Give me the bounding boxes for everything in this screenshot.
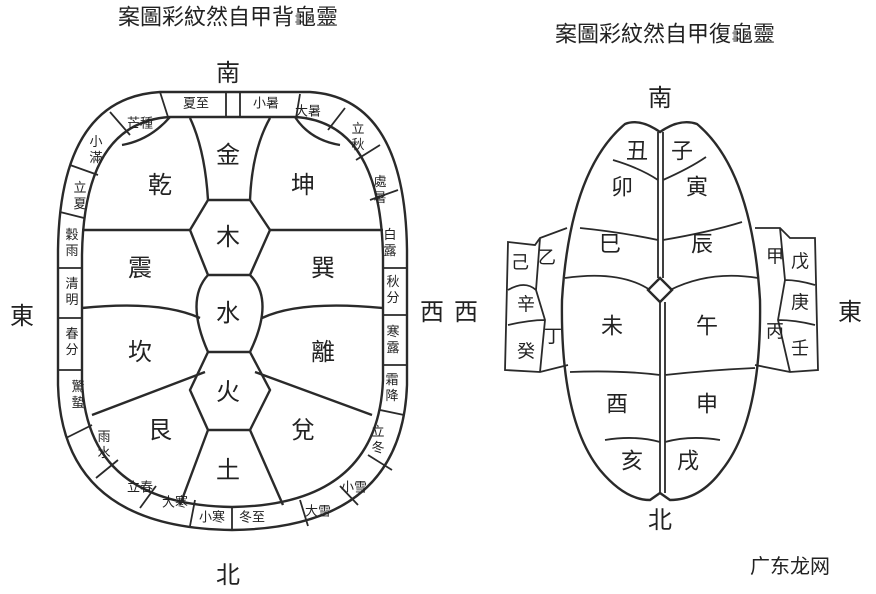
dorsal-direction-east: 東 — [10, 302, 34, 330]
earthly-branch-label: 午 — [696, 315, 718, 340]
earthly-branch-label: 戌 — [677, 450, 699, 475]
solar-term-label: 驚蟄 — [71, 379, 84, 411]
solar-term-label: 大寒 — [162, 495, 188, 511]
earthly-branch-label: 丑 — [626, 140, 648, 165]
solar-term-label: 大暑 — [295, 105, 321, 120]
trigram-qian: 乾 — [148, 171, 172, 199]
trigram-kan: 坎 — [128, 338, 152, 366]
ventral-direction-north: 北 — [648, 506, 672, 534]
ventral-direction-west: 西 — [454, 298, 478, 326]
solar-term-label: 大雪 — [305, 505, 331, 520]
solar-term-label: 小暑 — [253, 97, 279, 112]
solar-term-label: 白露 — [383, 227, 396, 259]
heavenly-stem-label: 壬 — [791, 339, 809, 360]
element-label: 火 — [216, 378, 240, 406]
heavenly-stem-label: 戊 — [791, 252, 809, 273]
solar-term-label: 立春 — [127, 481, 153, 496]
heavenly-stem-label: 己 — [511, 253, 529, 274]
element-label: 水 — [216, 299, 240, 327]
ventral-shell-outline — [560, 121, 762, 502]
center-column-lines — [178, 117, 285, 506]
earthly-branch-label: 巳 — [599, 233, 621, 258]
dorsal-title: 案圖彩紋然自甲背龜靈 — [118, 6, 338, 31]
earthly-branch-label: 子 — [671, 140, 693, 165]
trigram-xun: 巽 — [311, 254, 335, 282]
solar-term-label: 清明 — [65, 277, 78, 308]
earthly-branch-label: 辰 — [691, 233, 713, 258]
solar-term-label: 寒露 — [386, 324, 399, 356]
earthly-branch-label: 卯 — [611, 176, 633, 201]
heavenly-stem-label: 庚 — [791, 293, 809, 314]
heavenly-stem-label: 癸 — [517, 342, 535, 363]
solar-term-label: 芒種 — [127, 116, 153, 132]
solar-term-label: 雨水 — [97, 430, 110, 461]
earthly-branch-label: 未 — [601, 315, 623, 340]
solar-term-label: 立冬 — [371, 425, 384, 456]
ventral-direction-east: 東 — [838, 298, 862, 326]
solar-term-label: 冬至 — [239, 510, 265, 526]
heavenly-stem-label: 甲 — [766, 247, 784, 268]
earthly-branch-label: 寅 — [686, 176, 708, 201]
element-label: 金 — [216, 141, 240, 169]
solar-term-label: 穀雨 — [65, 228, 78, 259]
ventral-direction-south: 南 — [648, 84, 672, 112]
ventral-shell-diagram: 案圖彩紋然自甲復龜靈 南 北 東 西 丑子卯 寅巳 辰未 午酉 申亥 戌 己乙辛丁癸 甲戊庚… — [454, 23, 862, 535]
side-plate-lines — [81, 116, 384, 417]
solar-term-label: 夏至 — [183, 97, 209, 112]
solar-term-label: 立夏 — [73, 181, 86, 212]
right-bridge-plates — [754, 227, 819, 373]
element-label: 土 — [216, 456, 240, 484]
earthly-branch-label: 亥 — [621, 450, 643, 475]
dorsal-direction-north: 北 — [216, 561, 240, 589]
element-label: 木 — [216, 223, 240, 251]
dorsal-direction-west: 西 — [420, 298, 444, 326]
solar-term-label: 小雪 — [341, 481, 367, 496]
ventral-title: 案圖彩紋然自甲復龜靈 — [555, 23, 775, 48]
trigram-zhen: 震 — [128, 254, 152, 282]
center-diamond — [646, 276, 674, 304]
ventral-plate-lines — [564, 132, 759, 493]
solar-term-label: 春分 — [65, 327, 78, 358]
dorsal-shell-inner — [80, 115, 385, 509]
heavenly-stem-label: 丁 — [544, 327, 562, 348]
solar-term-dividers — [58, 91, 407, 530]
heavenly-stem-label: 丙 — [766, 322, 784, 343]
heavenly-stem-label: 辛 — [517, 295, 535, 316]
solar-term-label: 小滿 — [89, 135, 102, 166]
earthly-branch-label: 酉 — [606, 393, 628, 418]
dorsal-direction-south: 南 — [216, 59, 240, 87]
trigram-gen: 艮 — [148, 416, 172, 444]
solar-term-label: 霜降 — [385, 373, 398, 404]
earthly-branch-label: 申 — [696, 393, 718, 418]
solar-term-label: 小寒 — [199, 510, 225, 526]
heavenly-stem-label: 乙 — [538, 248, 556, 269]
solar-term-label: 立秋 — [351, 122, 364, 153]
watermark: 广东龙网 — [750, 554, 830, 578]
trigram-kun: 坤 — [291, 171, 315, 199]
trigram-dui: 兌 — [291, 416, 315, 444]
solar-term-label: 處暑 — [373, 175, 386, 206]
left-bridge-plates — [504, 227, 569, 373]
solar-term-label: 秋分 — [386, 275, 399, 306]
trigram-li: 離 — [311, 338, 335, 366]
